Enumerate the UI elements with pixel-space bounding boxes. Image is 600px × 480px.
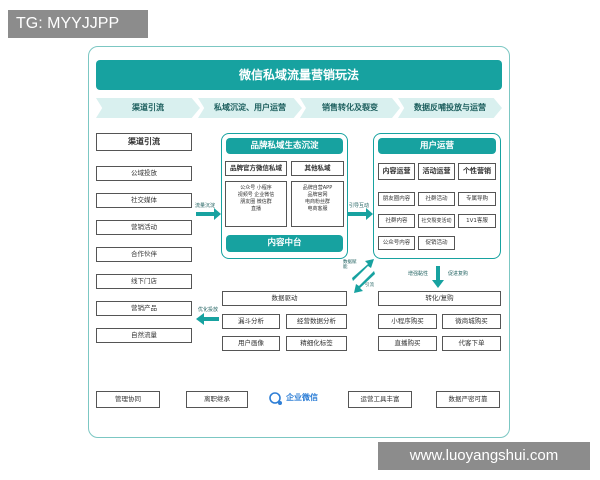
ecosystem-line: 直播 (250, 206, 261, 212)
channels-title: 渠道引流 (96, 133, 192, 151)
convert-item: 代客下单 (442, 336, 501, 351)
bottom-item: 运营工具丰富 (348, 391, 412, 408)
label-promote: 促进复购 (448, 271, 469, 277)
diagram-title: 微信私域流量营销玩法 (96, 60, 502, 90)
ecosystem-line: 电商客服 (307, 206, 328, 212)
arrow-feedback-down (354, 271, 375, 293)
other-private-box: 其他私域 (291, 161, 344, 176)
channel-item: 营销产品 (96, 301, 192, 316)
ecosystem-line: 视频号 企业微信 (237, 192, 275, 198)
arrow-feedback-up (352, 259, 374, 281)
channel-item: 自然流量 (96, 328, 192, 343)
ecosystem-line: 公众号 小程序 (240, 185, 272, 191)
content-platform: 内容中台 (226, 235, 343, 252)
ops-cell: 社交裂变活动 (418, 214, 455, 228)
arrow-to-ops (348, 208, 373, 220)
bottom-item: 管理协同 (96, 391, 160, 408)
label-to-ops: 引导互动 (349, 203, 370, 209)
bottom-item: 离职继承 (186, 391, 248, 408)
ops-title: 用户运营 (378, 138, 496, 154)
ecosystem-line: 品牌官网 (307, 192, 328, 198)
data-item: 经营数据分析 (286, 314, 347, 329)
label-optimize: 优化投放 (198, 307, 219, 313)
data-item: 漏斗分析 (222, 314, 280, 329)
data-driven-title: 数据驱动 (222, 291, 347, 306)
ops-cell: 公众号内容 (378, 236, 415, 250)
ecosystem-line: 品牌自营APP (302, 185, 333, 191)
label-enhance: 增强黏性 (408, 271, 429, 277)
ops-cell: 1V1客服 (458, 214, 496, 228)
label-feedback-b: 引流 (365, 283, 374, 288)
ops-cell: 社群内容 (378, 214, 415, 228)
step-3: 销售转化及裂变 (300, 98, 400, 118)
ops-cell: 促销活动 (418, 236, 455, 250)
data-item: 精细化标签 (286, 336, 347, 351)
ops-cell: 朋友圈内容 (378, 192, 415, 206)
convert-item: 小程序购买 (378, 314, 437, 329)
ops-cell: 活动运营 (418, 163, 455, 180)
brand-official-channels: 公众号 小程序 视频号 企业微信 朋友圈 微信群 直播 (225, 181, 287, 227)
convert-item: 直播购买 (378, 336, 437, 351)
step-4: 数据反哺投放与运营 (398, 98, 502, 118)
arrow-optimize (196, 313, 219, 325)
label-to-ecosystem: 流量沉淀 (195, 203, 216, 209)
arrow-to-convert (432, 266, 444, 288)
bottom-item: 数据严密可靠 (436, 391, 500, 408)
other-private-channels: 品牌自营APP 品牌官网 电商粉丝群 电商客服 (291, 181, 344, 227)
watermark-bottom: www.luoyangshui.com (378, 442, 590, 470)
channel-item: 公域投放 (96, 166, 192, 181)
wecom-logo: 企业微信 (268, 391, 340, 408)
channel-item: 线下门店 (96, 274, 192, 289)
brand-official-box: 品牌官方微信私域 (225, 161, 287, 176)
arrow-to-ecosystem (196, 208, 221, 220)
wecom-icon (269, 392, 282, 405)
channel-item: 营销活动 (96, 220, 192, 235)
watermark-top: TG: MYYJJPP (8, 10, 148, 38)
ops-cell: 个性营销 (458, 163, 496, 180)
data-item: 用户画像 (222, 336, 280, 351)
ecosystem-line: 朋友圈 微信群 (240, 199, 272, 205)
ops-cell: 内容运营 (378, 163, 415, 180)
convert-title: 转化/复购 (378, 291, 501, 306)
channel-item: 社交媒体 (96, 193, 192, 208)
ecosystem-line: 电商粉丝群 (304, 199, 330, 205)
step-1: 渠道引流 (96, 98, 200, 118)
ops-cell: 社群活动 (418, 192, 455, 206)
ecosystem-title: 品牌私域生态沉淀 (226, 138, 343, 154)
channel-item: 合作伙伴 (96, 247, 192, 262)
ops-cell: 专属导购 (458, 192, 496, 206)
step-2: 私域沉淀、用户运营 (198, 98, 302, 118)
wecom-label: 企业微信 (286, 393, 318, 402)
convert-item: 微商城购买 (442, 314, 501, 329)
label-feedback-a: 数据赋能 (343, 260, 357, 270)
